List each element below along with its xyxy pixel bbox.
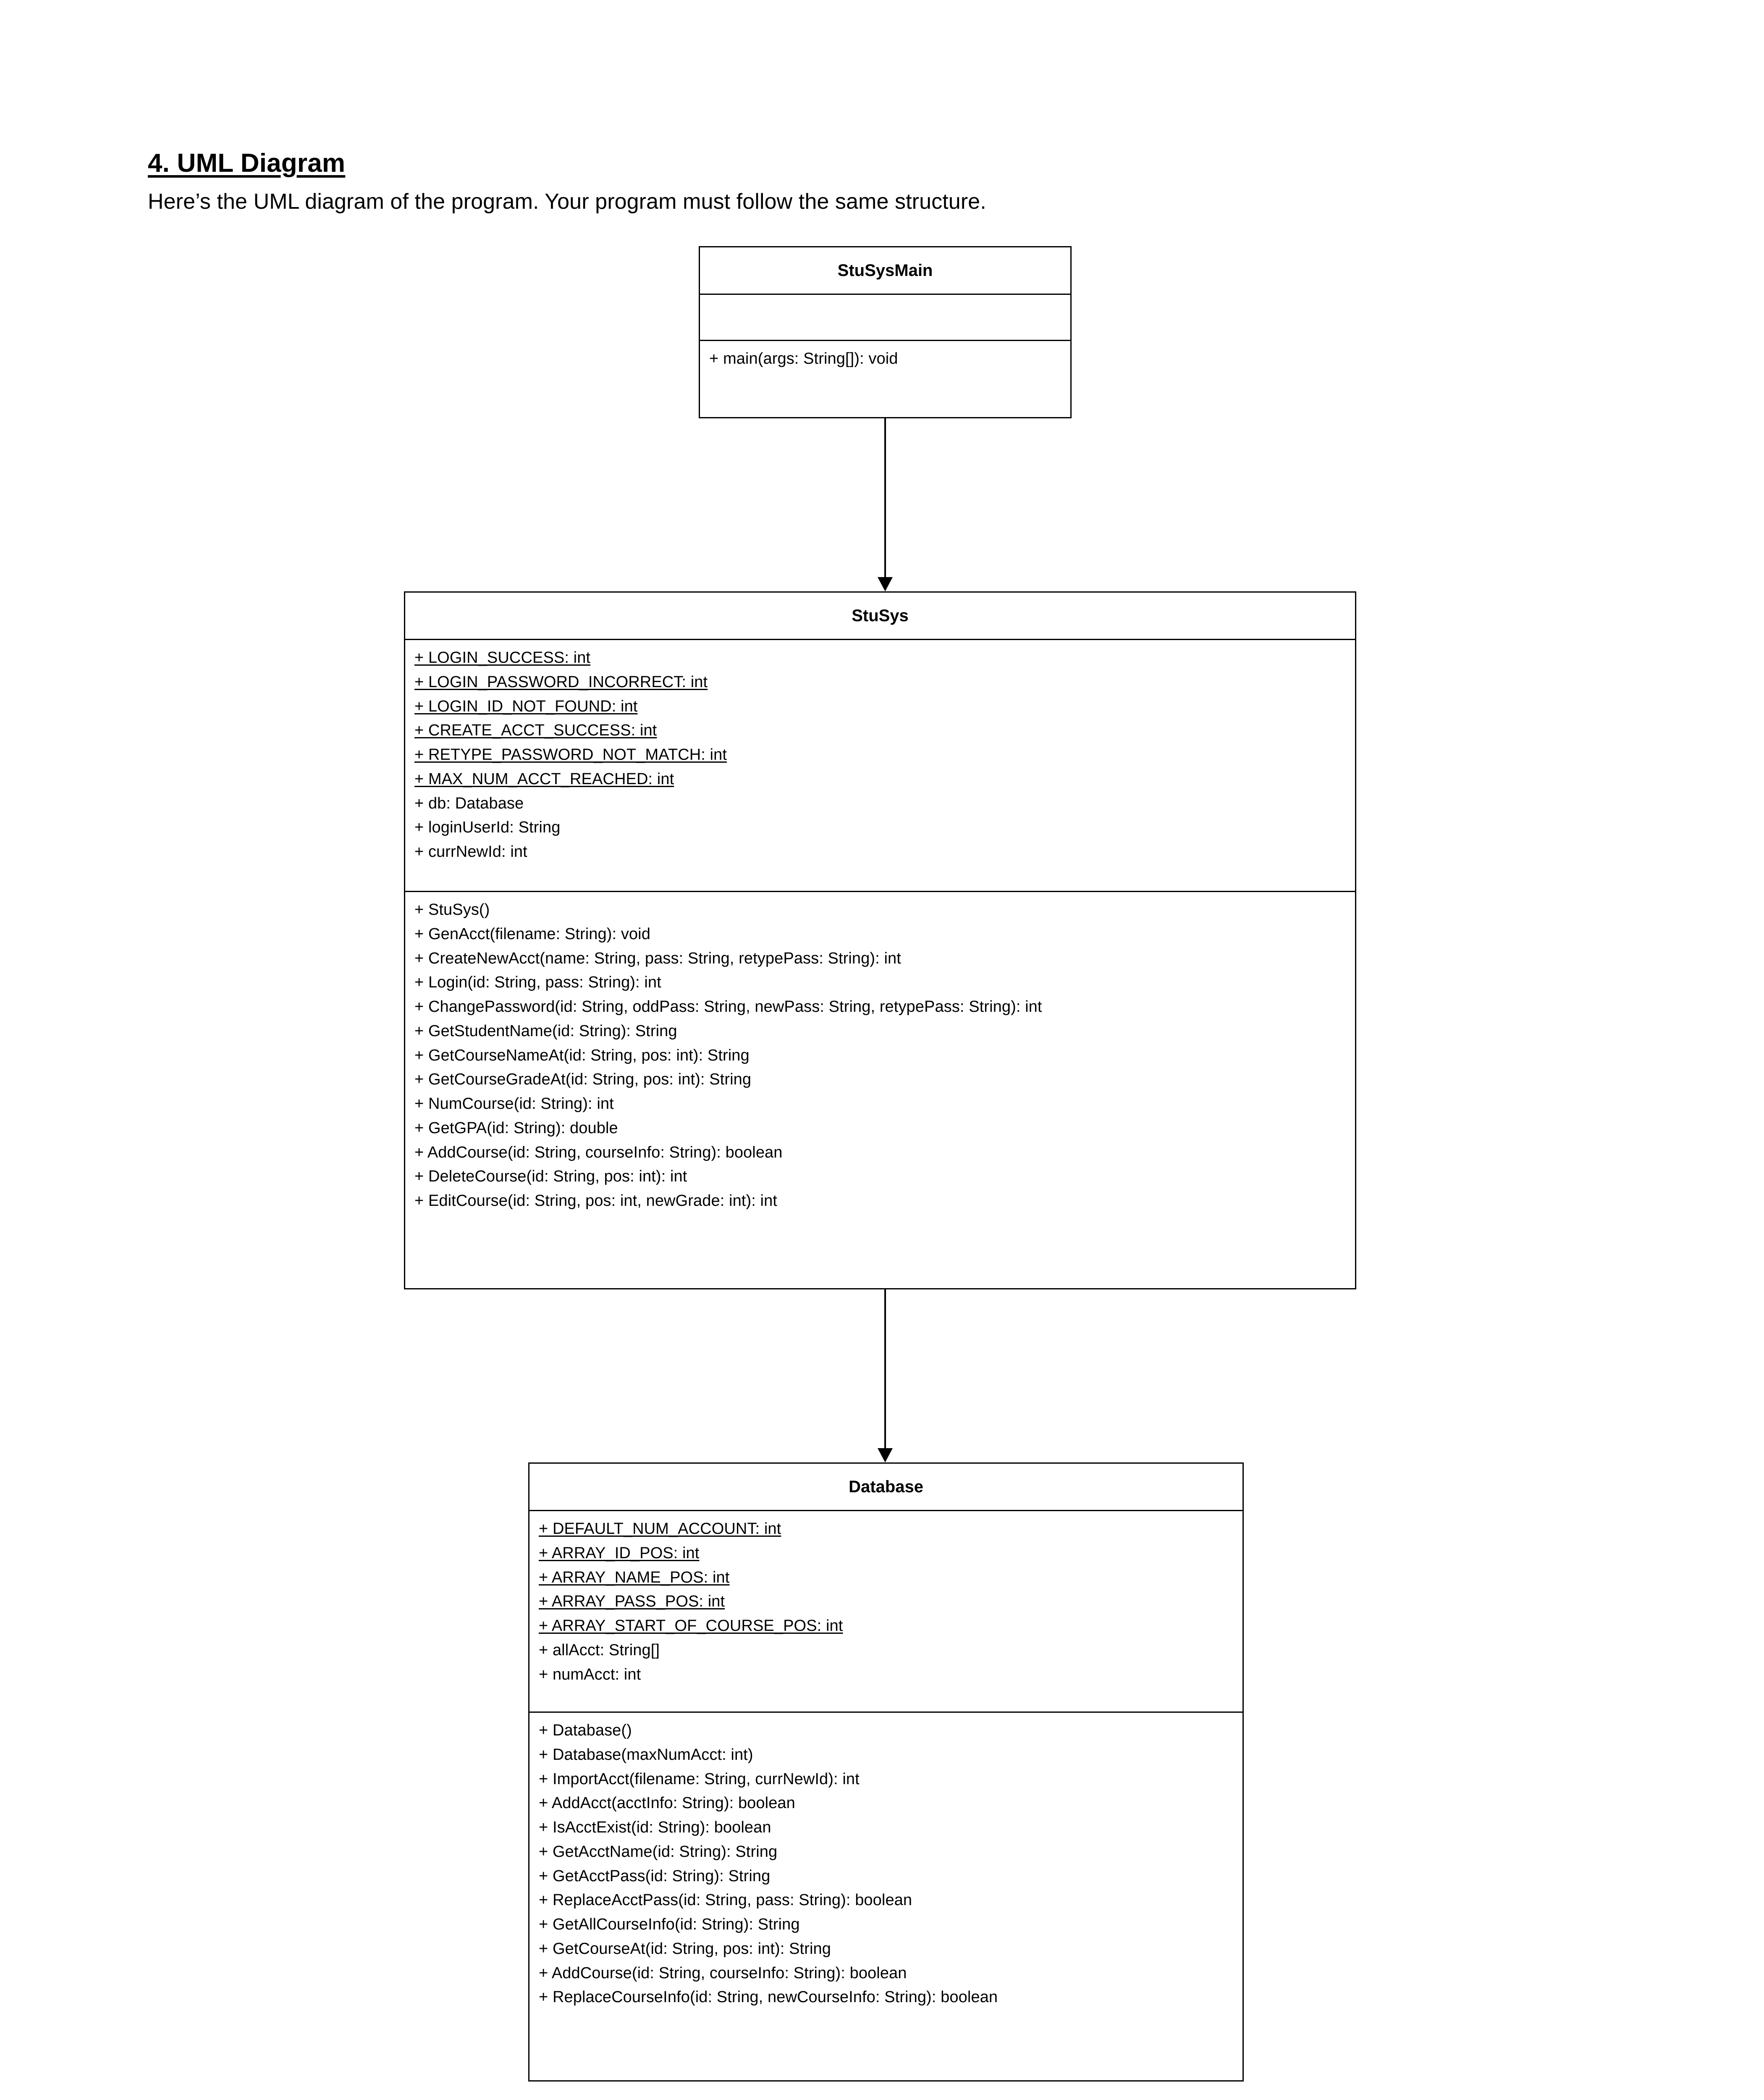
- arrowhead-icon: [878, 1448, 893, 1462]
- method-item: + EditCourse(id: String, pos: int, newGr…: [414, 1192, 777, 1210]
- method-item: + DeleteCourse(id: String, pos: int): in…: [414, 1168, 687, 1186]
- arrowhead-icon: [878, 577, 893, 591]
- attribute-item: + CREATE_ACCT_SUCCESS: int: [414, 722, 657, 740]
- page-title: 4. UML Diagram: [148, 149, 346, 178]
- attribute-item: + numAcct: int: [539, 1665, 641, 1683]
- method-item: + GetGPA(id: String): double: [414, 1119, 618, 1137]
- class-name-compartment-stusysmain: StuSysMain: [700, 247, 1070, 294]
- attribute-item: + MAX_NUM_ACCT_REACHED: int: [414, 770, 674, 788]
- method-item: + GetStudentName(id: String): String: [414, 1022, 677, 1040]
- connector-stusys-to-database: [878, 1289, 893, 1462]
- method-item: + GetCourseAt(id: String, pos: int): Str…: [539, 1940, 831, 1958]
- attribute-item: + ARRAY_NAME_POS: int: [539, 1568, 730, 1586]
- class-name-compartment-database: Database: [529, 1464, 1242, 1510]
- method-item: + CreateNewAcct(name: String, pass: Stri…: [414, 949, 901, 967]
- methods-compartment-stusys: + StuSys() + GenAcct(filename: String): …: [405, 891, 1355, 1289]
- attribute-item: + LOGIN_PASSWORD_INCORRECT: int: [414, 673, 708, 691]
- class-name-stusys: StuSys: [852, 606, 909, 625]
- attribute-item: + loginUserId: String: [414, 819, 561, 837]
- method-item: + ReplaceCourseInfo(id: String, newCours…: [539, 1988, 998, 2006]
- method-item: + GetCourseNameAt(id: String, pos: int):…: [414, 1046, 750, 1064]
- intro-paragraph: Here’s the UML diagram of the program. Y…: [148, 189, 986, 214]
- method-item: + AddAcct(acctInfo: String): boolean: [539, 1794, 795, 1812]
- method-item: + AddCourse(id: String, courseInfo: Stri…: [414, 1143, 783, 1161]
- uml-class-box-database[interactable]: Database + DEFAULT_NUM_ACCOUNT: int + AR…: [528, 1462, 1244, 2082]
- class-name-database: Database: [849, 1478, 923, 1496]
- attribute-item: + LOGIN_SUCCESS: int: [414, 649, 591, 667]
- connector-main-to-stusys: [878, 418, 893, 591]
- attribute-item: + ARRAY_START_OF_COURSE_POS: int: [539, 1617, 843, 1635]
- method-item: + NumCourse(id: String): int: [414, 1095, 614, 1113]
- method-item: + ImportAcct(filename: String, currNewId…: [539, 1770, 860, 1788]
- class-name-compartment-stusys: StuSys: [405, 593, 1355, 639]
- attribute-item: + allAcct: String[]: [539, 1641, 660, 1659]
- attribute-item: + RETYPE_PASSWORD_NOT_MATCH: int: [414, 746, 727, 764]
- attributes-compartment-stusysmain: [700, 294, 1070, 340]
- attribute-item: + ARRAY_PASS_POS: int: [539, 1593, 725, 1611]
- attribute-item: + currNewId: int: [414, 843, 527, 861]
- attribute-item: + ARRAY_ID_POS: int: [539, 1544, 700, 1562]
- method-item: + main(args: String[]): void: [709, 350, 898, 368]
- method-item: + GetCourseGradeAt(id: String, pos: int)…: [414, 1071, 752, 1089]
- method-item: + StuSys(): [414, 901, 490, 919]
- method-item: + GenAcct(filename: String): void: [414, 925, 650, 943]
- method-item: + IsAcctExist(id: String): boolean: [539, 1819, 771, 1836]
- method-item: + Database(maxNumAcct: int): [539, 1746, 753, 1764]
- method-item: + ReplaceAcctPass(id: String, pass: Stri…: [539, 1891, 912, 1909]
- connector-line: [884, 418, 886, 579]
- method-item: + AddCourse(id: String, courseInfo: Stri…: [539, 1964, 907, 1982]
- class-name-stusysmain: StuSysMain: [837, 261, 933, 280]
- attribute-item: + db: Database: [414, 794, 524, 812]
- attribute-item: + DEFAULT_NUM_ACCOUNT: int: [539, 1520, 781, 1538]
- attribute-item: + LOGIN_ID_NOT_FOUND: int: [414, 697, 638, 715]
- document-header: 4. UML Diagram Here’s the UML diagram of…: [148, 148, 1617, 215]
- method-item: + Database(): [539, 1722, 632, 1739]
- connector-line: [884, 1289, 886, 1450]
- methods-compartment-stusysmain: + main(args: String[]): void: [700, 340, 1070, 417]
- uml-class-box-stusys[interactable]: StuSys + LOGIN_SUCCESS: int + LOGIN_PASS…: [404, 591, 1356, 1289]
- attributes-compartment-database: + DEFAULT_NUM_ACCOUNT: int + ARRAY_ID_PO…: [529, 1510, 1242, 1712]
- method-item: + ChangePassword(id: String, oddPass: St…: [414, 998, 1042, 1016]
- attributes-compartment-stusys: + LOGIN_SUCCESS: int + LOGIN_PASSWORD_IN…: [405, 639, 1355, 891]
- method-item: + GetAcctName(id: String): String: [539, 1843, 778, 1861]
- uml-class-box-stusysmain[interactable]: StuSysMain + main(args: String[]): void: [699, 246, 1072, 418]
- empty-attributes-stusysmain: [709, 301, 1061, 334]
- method-item: + GetAllCourseInfo(id: String): String: [539, 1916, 800, 1933]
- method-item: + Login(id: String, pass: String): int: [414, 974, 661, 992]
- method-item: + GetAcctPass(id: String): String: [539, 1867, 771, 1885]
- methods-compartment-database: + Database() + Database(maxNumAcct: int)…: [529, 1712, 1242, 2082]
